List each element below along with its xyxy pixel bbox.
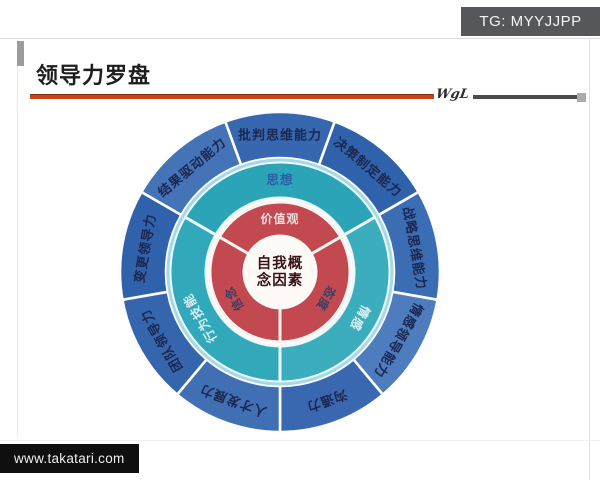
leadership-compass-diagram: 价值观态度信念思想情感行为技能批判思维能力决策制定能力战略思维能力情感领导能力沟… — [118, 110, 442, 434]
ring-segment — [168, 215, 282, 384]
center-label-line: 自我概 — [257, 254, 304, 272]
watermark-site: www.takatari.com — [0, 444, 139, 473]
title-underline-gray — [473, 95, 577, 99]
frame-top-divider — [0, 38, 600, 39]
frame-right-divider — [589, 38, 590, 480]
title-underline-endcap — [577, 93, 586, 102]
ring-segment — [183, 160, 377, 237]
title-underline-red — [30, 94, 434, 99]
inner-ring-label: 价值观 — [260, 211, 299, 226]
tg-badge: TG: MYYJJPP — [461, 7, 600, 36]
page-title: 领导力罗盘 — [36, 63, 152, 88]
frame-bottom-divider — [0, 440, 600, 441]
middle-ring-label: 思想 — [266, 172, 293, 187]
center-circle — [243, 235, 317, 309]
ring-separator — [166, 158, 394, 386]
slide-left-marker — [17, 41, 24, 66]
center-label-line: 念因素 — [257, 271, 304, 289]
outer-ring-label: 批判思维能力 — [238, 128, 322, 143]
slide-left-edge — [17, 40, 18, 438]
ring-segment — [140, 120, 243, 217]
ring-segment — [278, 215, 392, 384]
